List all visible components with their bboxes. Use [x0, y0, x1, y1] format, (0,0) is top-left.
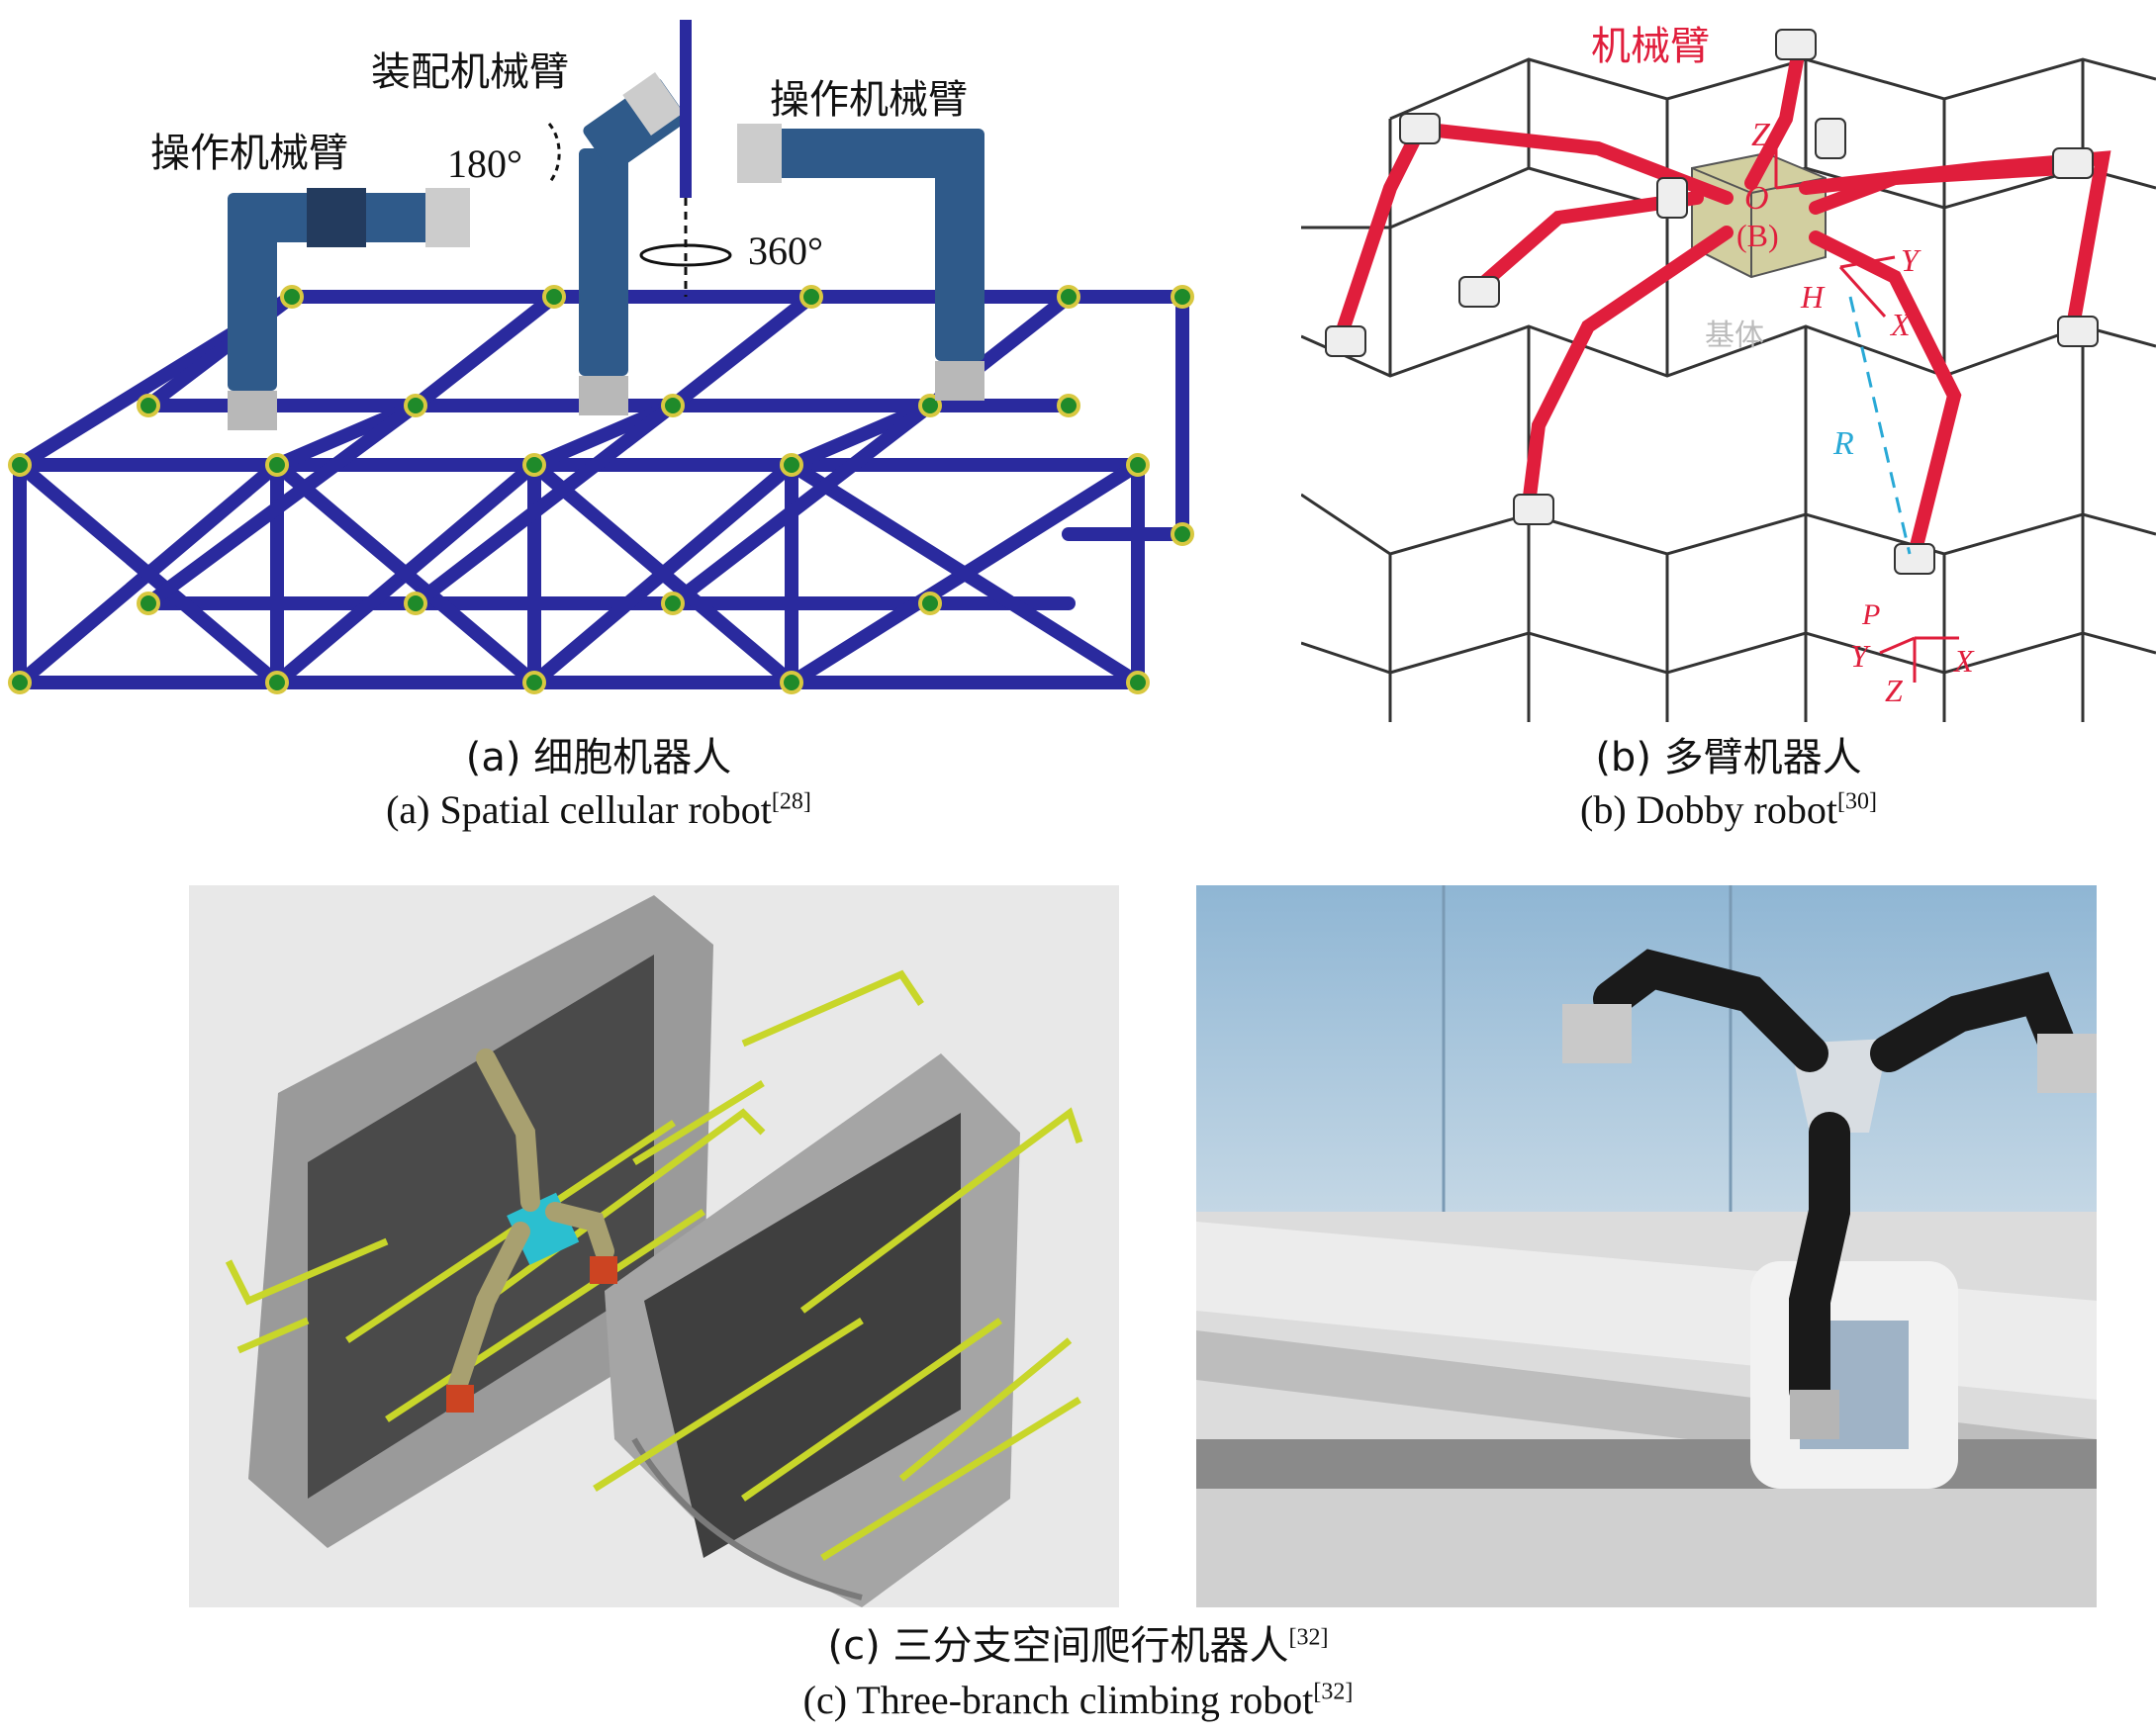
- caption-c-en: (c) Three-branch climbing robot[32]: [0, 1675, 2156, 1726]
- axis-x-label: X: [1891, 307, 1911, 342]
- caption-c-zh-ref: [32]: [1288, 1624, 1329, 1651]
- caption-b-zh: (b) 多臂机器人: [1595, 735, 1862, 780]
- truss-structure: [13, 290, 1189, 689]
- caption-b-en: (b) Dobby robot[30]: [1301, 784, 2156, 836]
- climbing-robot-render: [225, 895, 1083, 1607]
- panel-b-figure: 机械臂 基体 Z O (B) H Y X R P Y Z X (b) 多臂机器人…: [1300, 0, 2156, 851]
- dobby-robot-illustration: [1300, 29, 2156, 722]
- rotation-360-label: 360°: [748, 228, 823, 273]
- caption-a-en-text: (a) Spatial cellular robot: [386, 787, 772, 832]
- three-branch-robot: [1562, 949, 2097, 1439]
- caption-a-en: (a) Spatial cellular robot[28]: [0, 784, 1197, 836]
- axis-p-label: P: [1862, 598, 1881, 631]
- panel-a-figure: 装配机械臂 操作机械臂 操作机械臂 180° 360° (a) 细胞机器人 (a…: [0, 0, 1207, 832]
- caption-c-zh: (c) 三分支空间爬行机器人[32]: [0, 1620, 2156, 1672]
- radius-label: R: [1833, 425, 1854, 462]
- caption-c-en-text: (c) Three-branch climbing robot: [802, 1678, 1314, 1722]
- panel-c-right-photo: [1196, 885, 2097, 1607]
- axis-h-label: H: [1801, 279, 1825, 315]
- caption-b-ref: [30]: [1836, 788, 1877, 815]
- right-operation-arm: [737, 124, 984, 401]
- base-label: 基体: [1705, 319, 1764, 352]
- truss-nodes: [8, 285, 1194, 694]
- axis-y2-label: Y: [1850, 638, 1868, 674]
- panel-c-left-figure: [189, 885, 1119, 1607]
- axis-y-label: Y: [1901, 242, 1919, 278]
- climbing-robot-photo: [1196, 885, 2097, 1607]
- left-operation-arm: [228, 188, 470, 430]
- operation-arm-left-label: 操作机械臂: [150, 132, 348, 175]
- axis-x2-label: X: [1954, 643, 1974, 679]
- arm-joints: [1325, 29, 2099, 575]
- caption-a-ref: [28]: [771, 788, 811, 815]
- frame-b-label: (B): [1736, 218, 1779, 253]
- caption-c-en-ref: [32]: [1313, 1679, 1354, 1705]
- coordinate-axes: [1774, 143, 1959, 683]
- robot-arms: [1334, 33, 2111, 561]
- caption-b-en-text: (b) Dobby robot: [1580, 787, 1837, 832]
- operation-arm-right-label: 操作机械臂: [770, 78, 968, 122]
- assembly-arm-label: 装配机械臂: [371, 50, 569, 94]
- radius-line: [1848, 296, 1912, 555]
- axis-z2-label: Z: [1885, 673, 1903, 708]
- climbing-robot-arms: [446, 1049, 617, 1413]
- assembly-arm: [547, 20, 732, 415]
- caption-c-zh-text: (c) 三分支空间爬行机器人: [827, 1623, 1289, 1669]
- caption-a-zh: (a) 细胞机器人: [465, 735, 732, 780]
- origin-label: O: [1744, 180, 1769, 217]
- cellular-robot-illustration: [8, 20, 1194, 694]
- honeycomb-grid: [1300, 57, 2156, 722]
- arm-label: 机械臂: [1591, 25, 1710, 68]
- rotation-180-label: 180°: [447, 141, 522, 186]
- axis-z-top: Z: [1751, 117, 1770, 153]
